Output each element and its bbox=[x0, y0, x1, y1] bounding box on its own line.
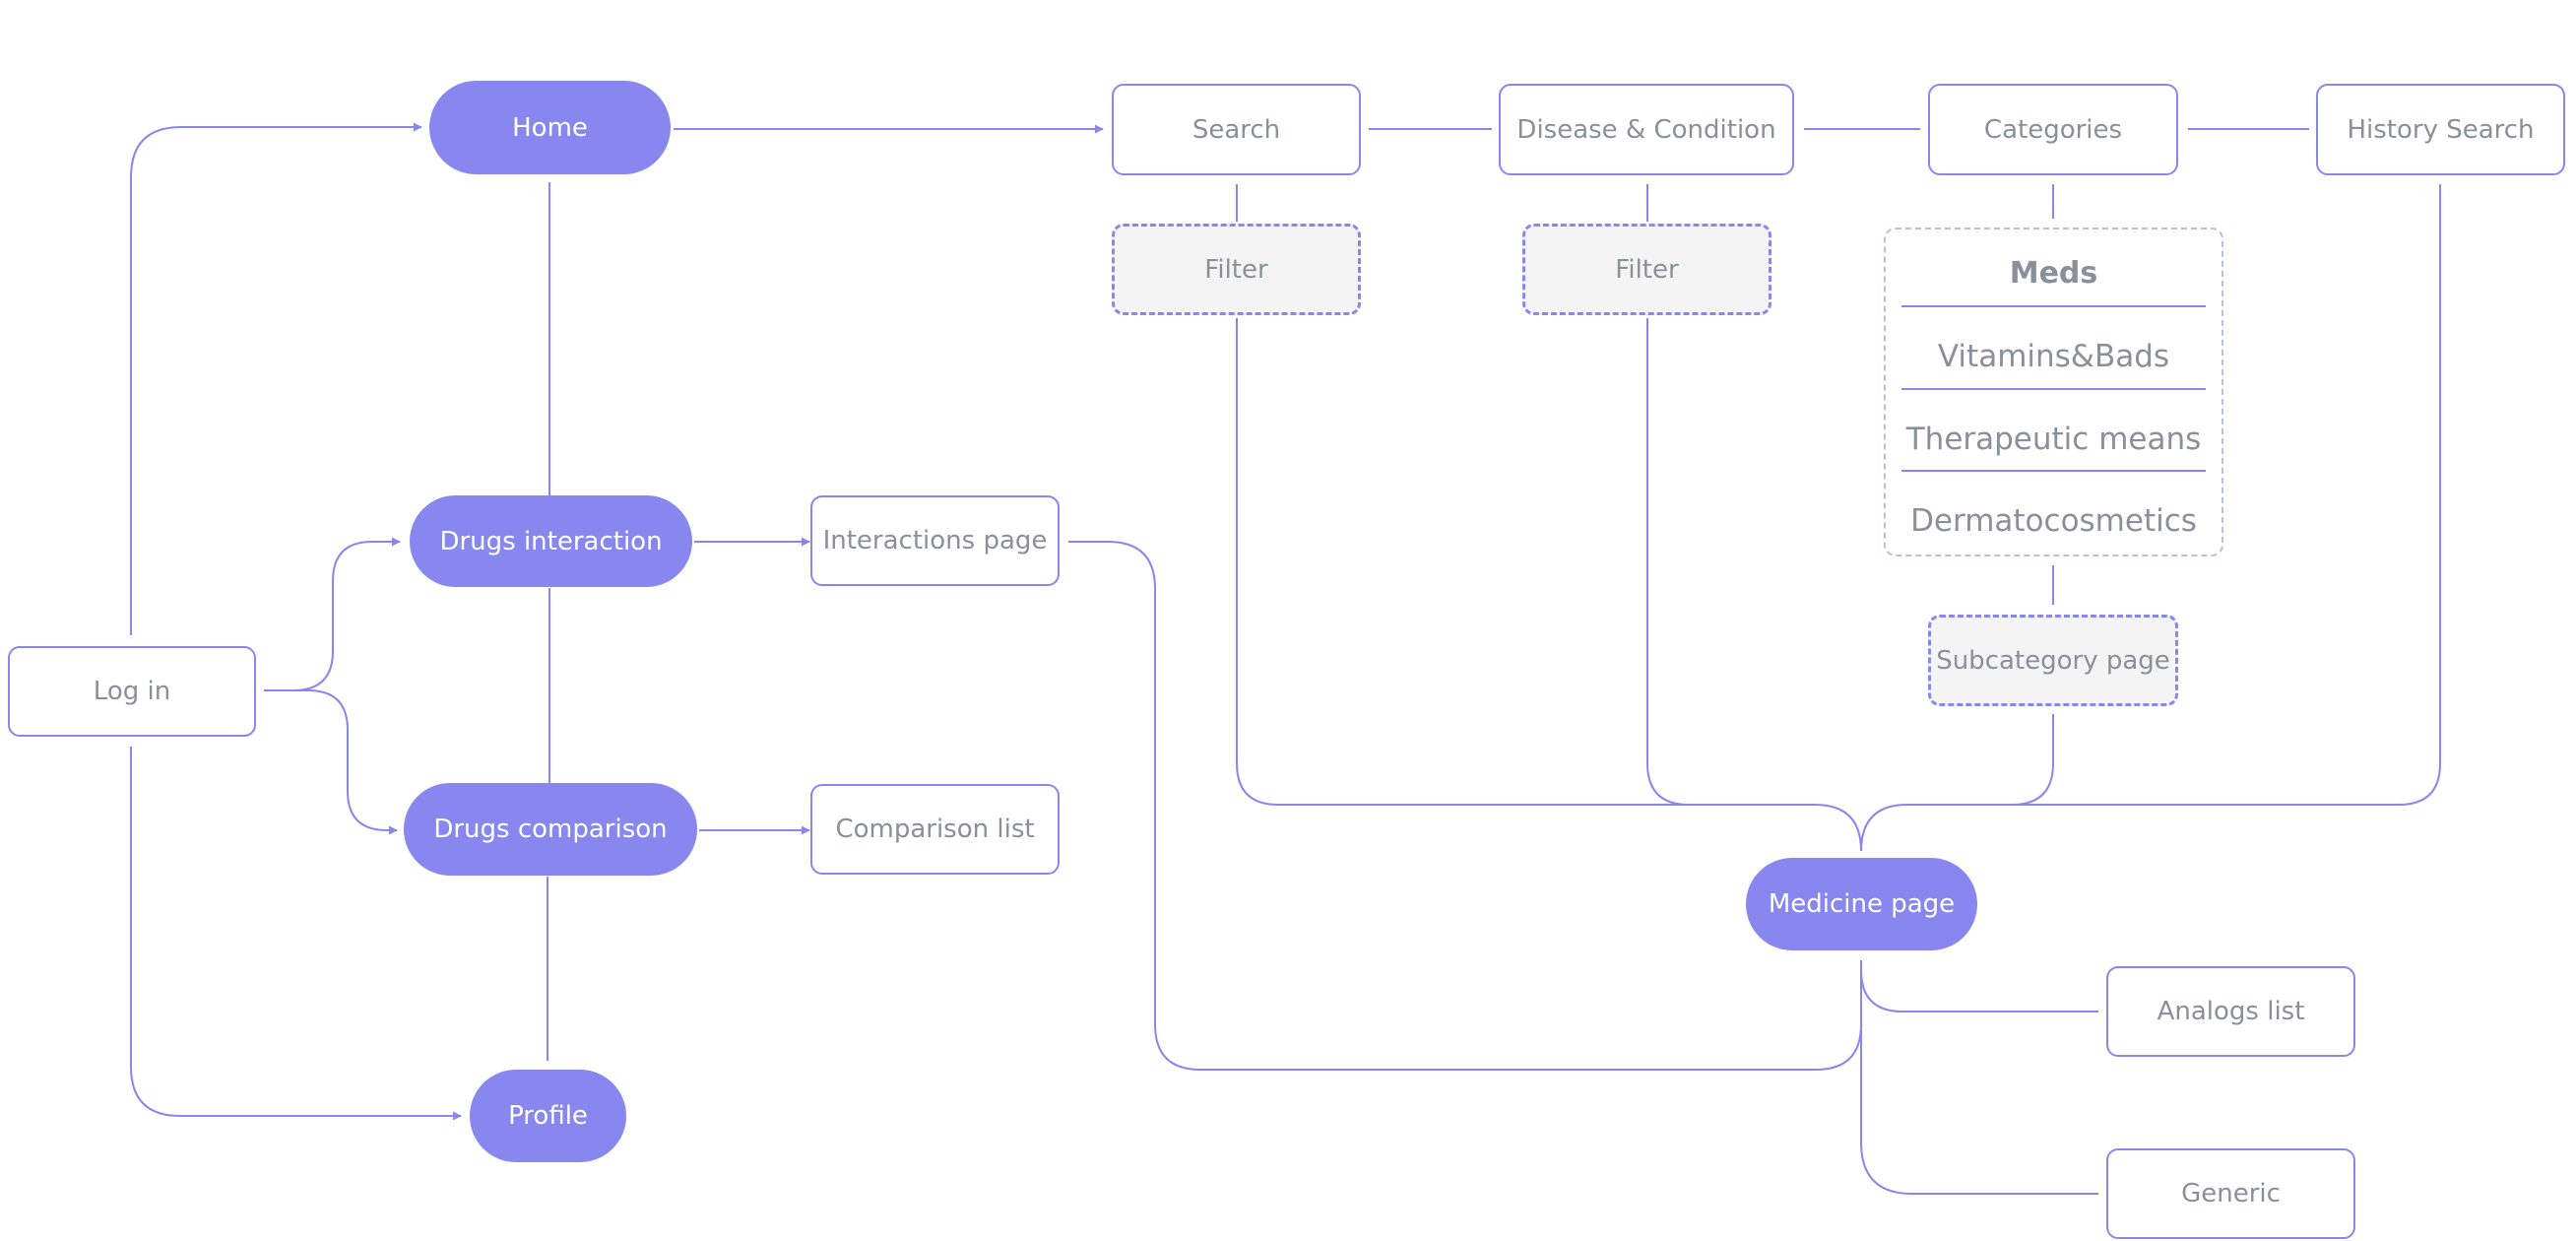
comparison-list-node[interactable]: Comparison list bbox=[810, 784, 1060, 875]
interactions-page-node[interactable]: Interactions page bbox=[810, 495, 1060, 586]
categories-node[interactable]: Categories bbox=[1928, 84, 2178, 175]
home-node[interactable]: Home bbox=[429, 81, 671, 174]
categories-group: Meds Vitamins&Bads Therapeutic means Der… bbox=[1884, 228, 2223, 556]
category-item-therapeutic[interactable]: Therapeutic means bbox=[1905, 422, 2202, 457]
history-search-node[interactable]: History Search bbox=[2316, 84, 2565, 175]
profile-node[interactable]: Profile bbox=[470, 1070, 626, 1162]
drugs-interaction-node[interactable]: Drugs interaction bbox=[410, 495, 692, 587]
category-item-dermatocosmetics[interactable]: Dermatocosmetics bbox=[1910, 503, 2197, 539]
category-divider bbox=[1901, 470, 2206, 472]
category-divider bbox=[1901, 305, 2206, 307]
category-item-vitamins[interactable]: Vitamins&Bads bbox=[1937, 339, 2170, 374]
search-node[interactable]: Search bbox=[1112, 84, 1361, 175]
disease-condition-node[interactable]: Disease & Condition bbox=[1499, 84, 1794, 175]
disease-filter-node[interactable]: Filter bbox=[1522, 224, 1771, 315]
drugs-comparison-node[interactable]: Drugs comparison bbox=[404, 783, 697, 876]
category-divider bbox=[1901, 388, 2206, 390]
generic-node[interactable]: Generic bbox=[2106, 1148, 2355, 1239]
category-item-meds[interactable]: Meds bbox=[2009, 256, 2098, 291]
medicine-page-node[interactable]: Medicine page bbox=[1746, 858, 1977, 950]
subcategory-page-node[interactable]: Subcategory page bbox=[1928, 615, 2178, 706]
search-filter-node[interactable]: Filter bbox=[1112, 224, 1361, 315]
analogs-list-node[interactable]: Analogs list bbox=[2106, 966, 2355, 1057]
log-in-node[interactable]: Log in bbox=[8, 646, 256, 737]
